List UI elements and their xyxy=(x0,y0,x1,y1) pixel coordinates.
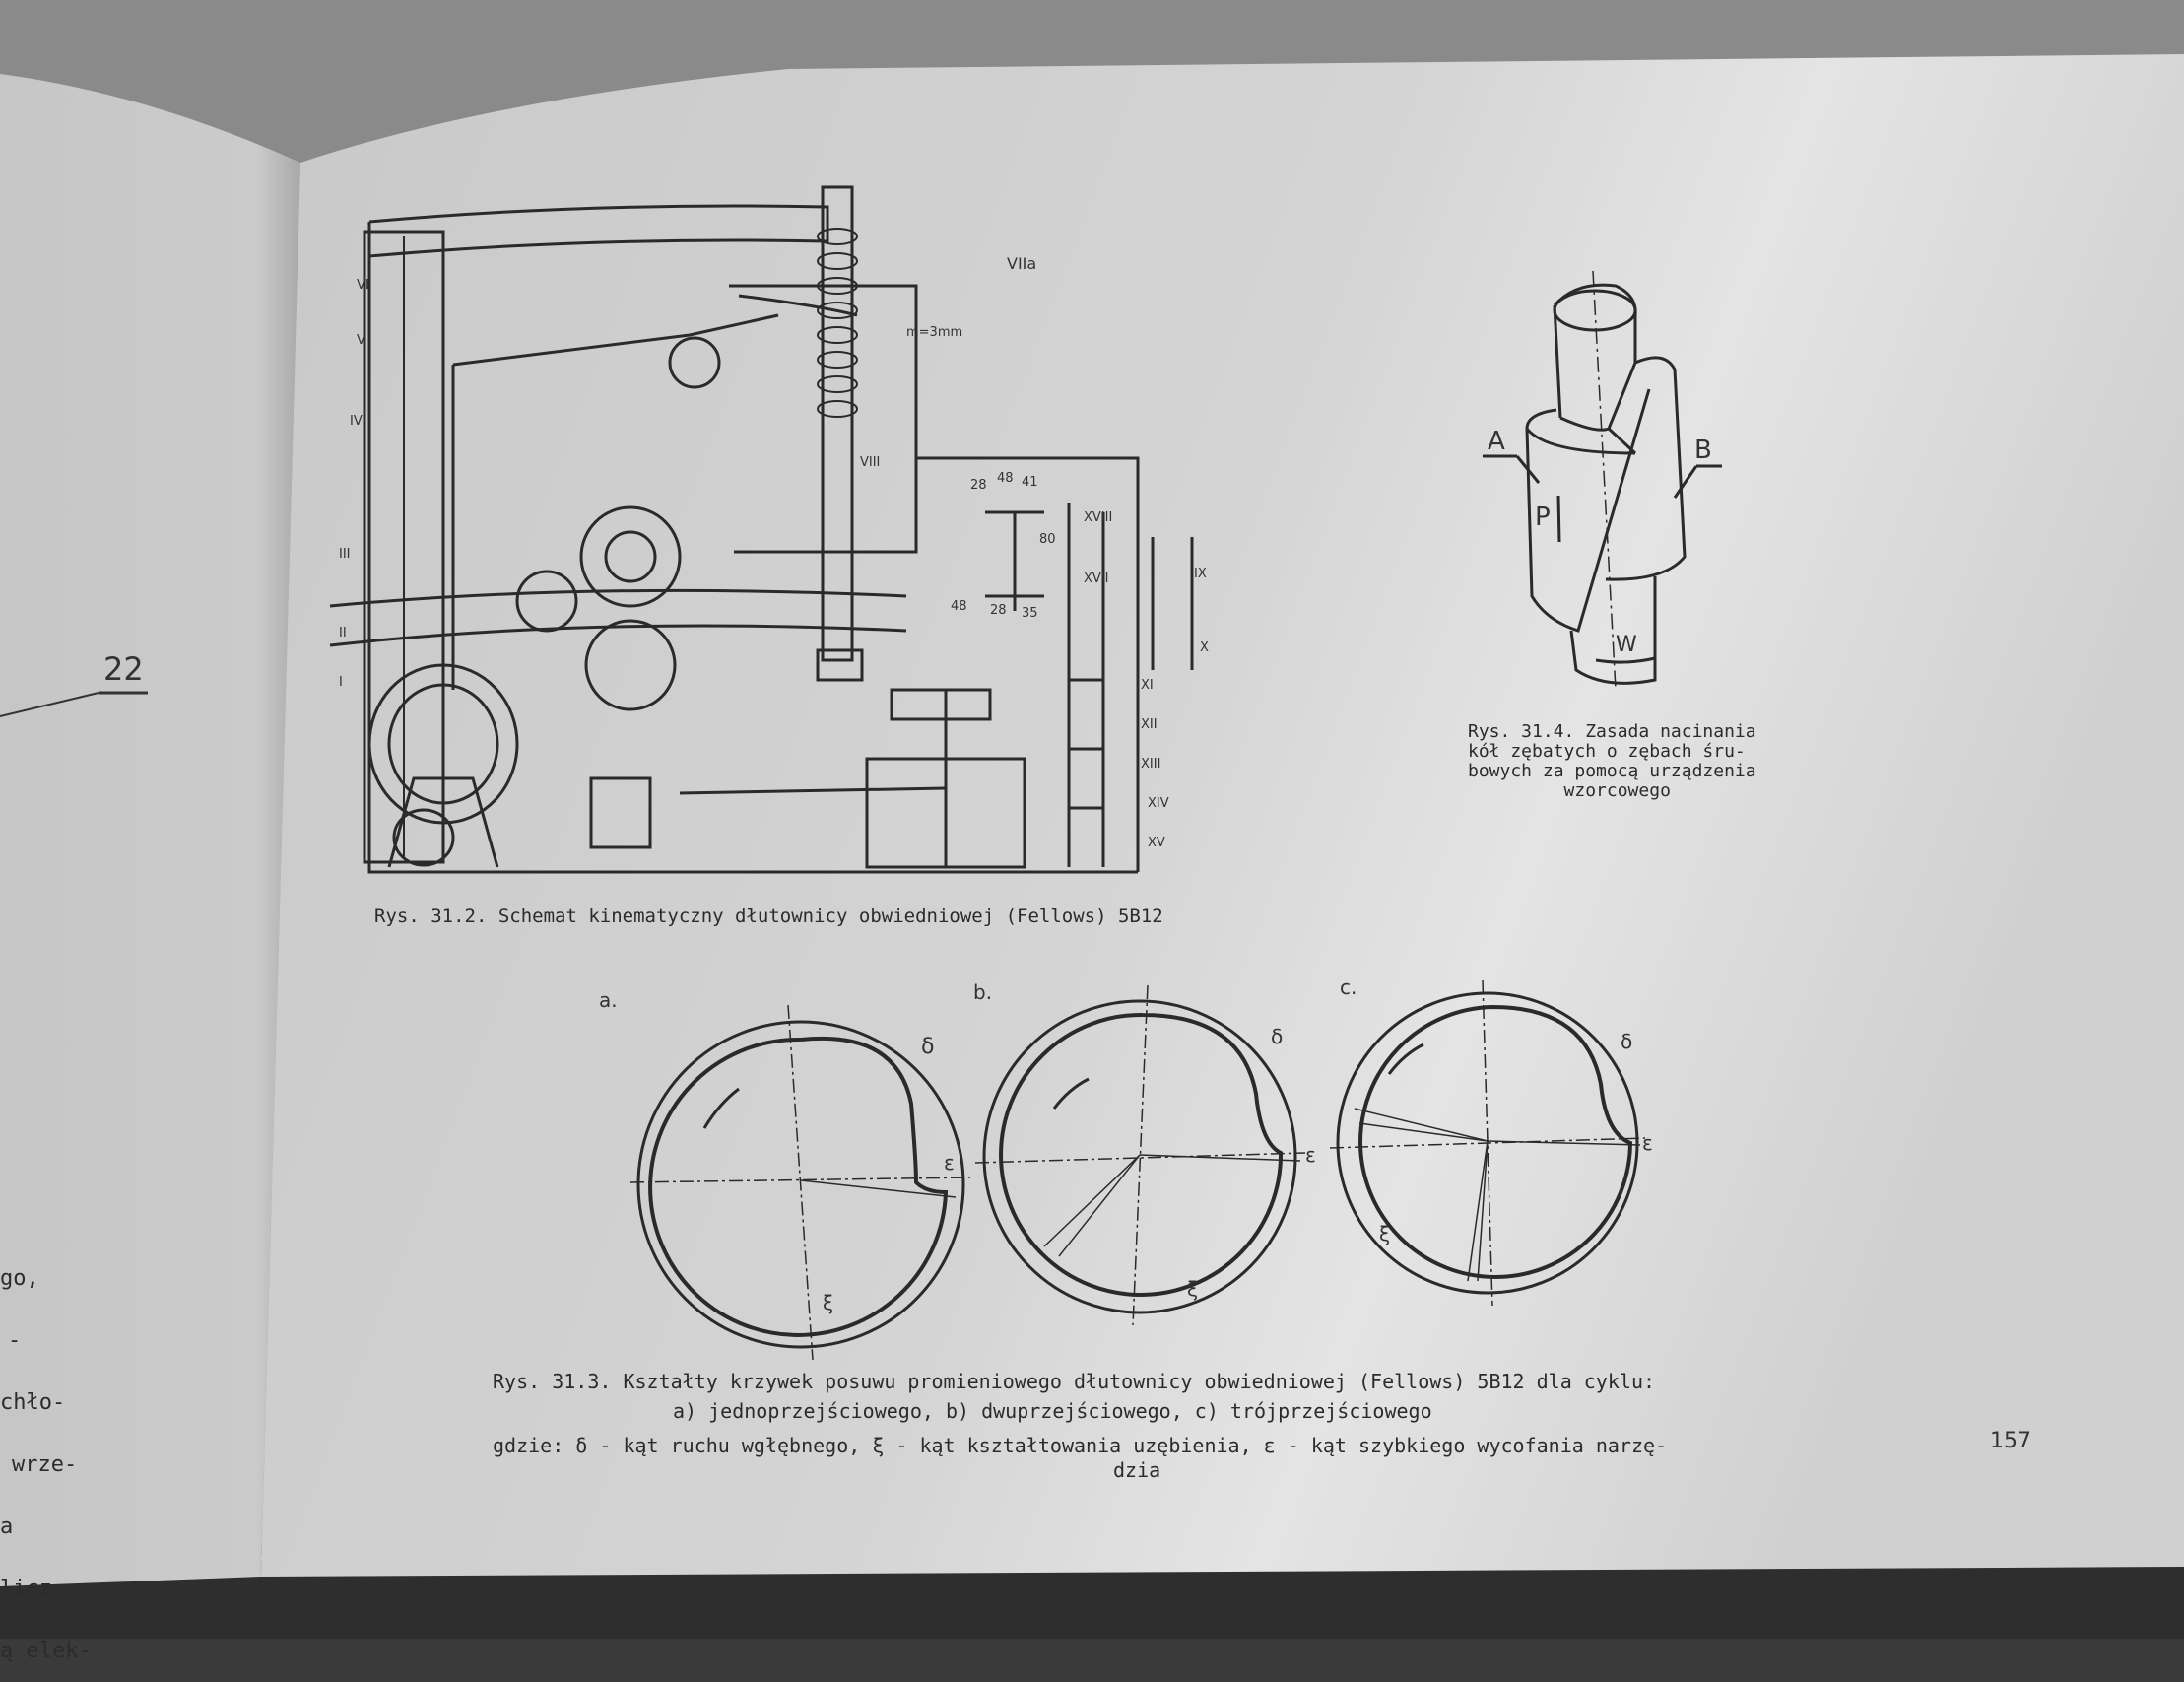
symbol-xi: ξ xyxy=(823,1291,834,1314)
page-number: 157 xyxy=(1990,1429,2031,1453)
cam-c xyxy=(1329,979,1646,1307)
text-fragment: go, xyxy=(0,1266,39,1291)
left-page-text-fragments: go, - chło- wrze- a licz- ą elek- xyxy=(0,1227,92,1682)
figure-31-3-caption-line1: Rys. 31.3. Kształty krzywek posuwu promi… xyxy=(493,1370,1656,1393)
figure-31-2-caption: Rys. 31.2. Schemat kinematyczny dłutowni… xyxy=(374,906,1163,927)
diagram-label: 48 xyxy=(951,599,967,614)
diagram-label: 80 xyxy=(1039,532,1056,547)
symbol-xi: ξ xyxy=(1379,1222,1391,1245)
symbol-delta: δ xyxy=(1621,1030,1633,1053)
diagram-label: II xyxy=(339,626,347,640)
diagram-label: 28 xyxy=(990,603,1007,618)
right-page xyxy=(261,54,2184,1577)
text-fragment: chło- xyxy=(0,1390,66,1415)
diagram-label: m=3mm xyxy=(906,325,963,340)
diagram-label: XVIII xyxy=(1084,510,1113,525)
symbol-delta: δ xyxy=(921,1035,935,1059)
panel-label-c: c. xyxy=(1340,976,1357,999)
text-fragment: ą elek- xyxy=(0,1639,92,1663)
symbol-epsilon: ε xyxy=(1305,1143,1316,1167)
panel-label-a: a. xyxy=(599,988,618,1012)
text-fragment: licz- xyxy=(0,1577,66,1601)
figure-31-3-caption-line2: a) jednoprzejściowego, b) dwuprzejściowe… xyxy=(673,1399,1432,1423)
symbol-delta: δ xyxy=(1271,1025,1284,1048)
diagram-label: X xyxy=(1200,640,1209,655)
diagram-label: I xyxy=(339,675,343,690)
diagram-label: 48 xyxy=(997,471,1014,486)
figure-31-3-caption-line4: dzia xyxy=(1113,1458,1161,1482)
label-b: B xyxy=(1694,436,1712,465)
label-a: A xyxy=(1488,427,1505,456)
diagram-label: 28 xyxy=(970,478,987,493)
label-w: W xyxy=(1616,633,1637,657)
diagram-label: 41 xyxy=(1022,475,1038,490)
left-page xyxy=(0,74,300,1586)
figure-31-4-caption: Rys. 31.4. Zasada nacinania kół zębatych… xyxy=(1468,721,1756,801)
diagram-label: VIII xyxy=(860,455,881,470)
kinematic-schematic xyxy=(329,185,1194,874)
text-fragment: wrze- xyxy=(12,1452,78,1477)
figure-31-3-caption-line3: gdzie: δ - kąt ruchu wgłębnego, ξ - kąt … xyxy=(493,1434,1668,1457)
diagram-label: III xyxy=(339,547,351,562)
diagram-label: VI xyxy=(357,278,369,293)
symbol-epsilon: ε xyxy=(944,1151,955,1175)
diagram-label: XII xyxy=(1141,717,1158,732)
label-p: P xyxy=(1535,503,1551,532)
diagram-label: V xyxy=(357,333,365,348)
diagram-label: XI xyxy=(1141,678,1154,693)
symbol-xi: ξ xyxy=(1187,1277,1199,1301)
diagram-label: IX xyxy=(1194,567,1207,581)
margin-number: 22 xyxy=(103,650,144,688)
diagram-label: XV xyxy=(1148,836,1165,850)
cam-a xyxy=(629,1004,971,1361)
text-fragment: a xyxy=(0,1514,14,1539)
panel-label-b: b. xyxy=(973,980,993,1004)
symbol-epsilon: ε xyxy=(1642,1131,1653,1155)
diagram-label: 35 xyxy=(1022,606,1038,621)
diagram-label: XIV xyxy=(1148,796,1169,811)
helical-gear-pattern-drawing xyxy=(1525,270,1687,691)
cam-b xyxy=(974,984,1306,1326)
diagram-label: XIII xyxy=(1141,757,1161,772)
diagram-label: XVII xyxy=(1084,572,1109,586)
diagram-label: IV xyxy=(350,414,363,429)
diagram-label: VIIa xyxy=(1007,254,1037,273)
text-fragment: - xyxy=(8,1328,22,1353)
book-photo xyxy=(0,0,2184,1639)
